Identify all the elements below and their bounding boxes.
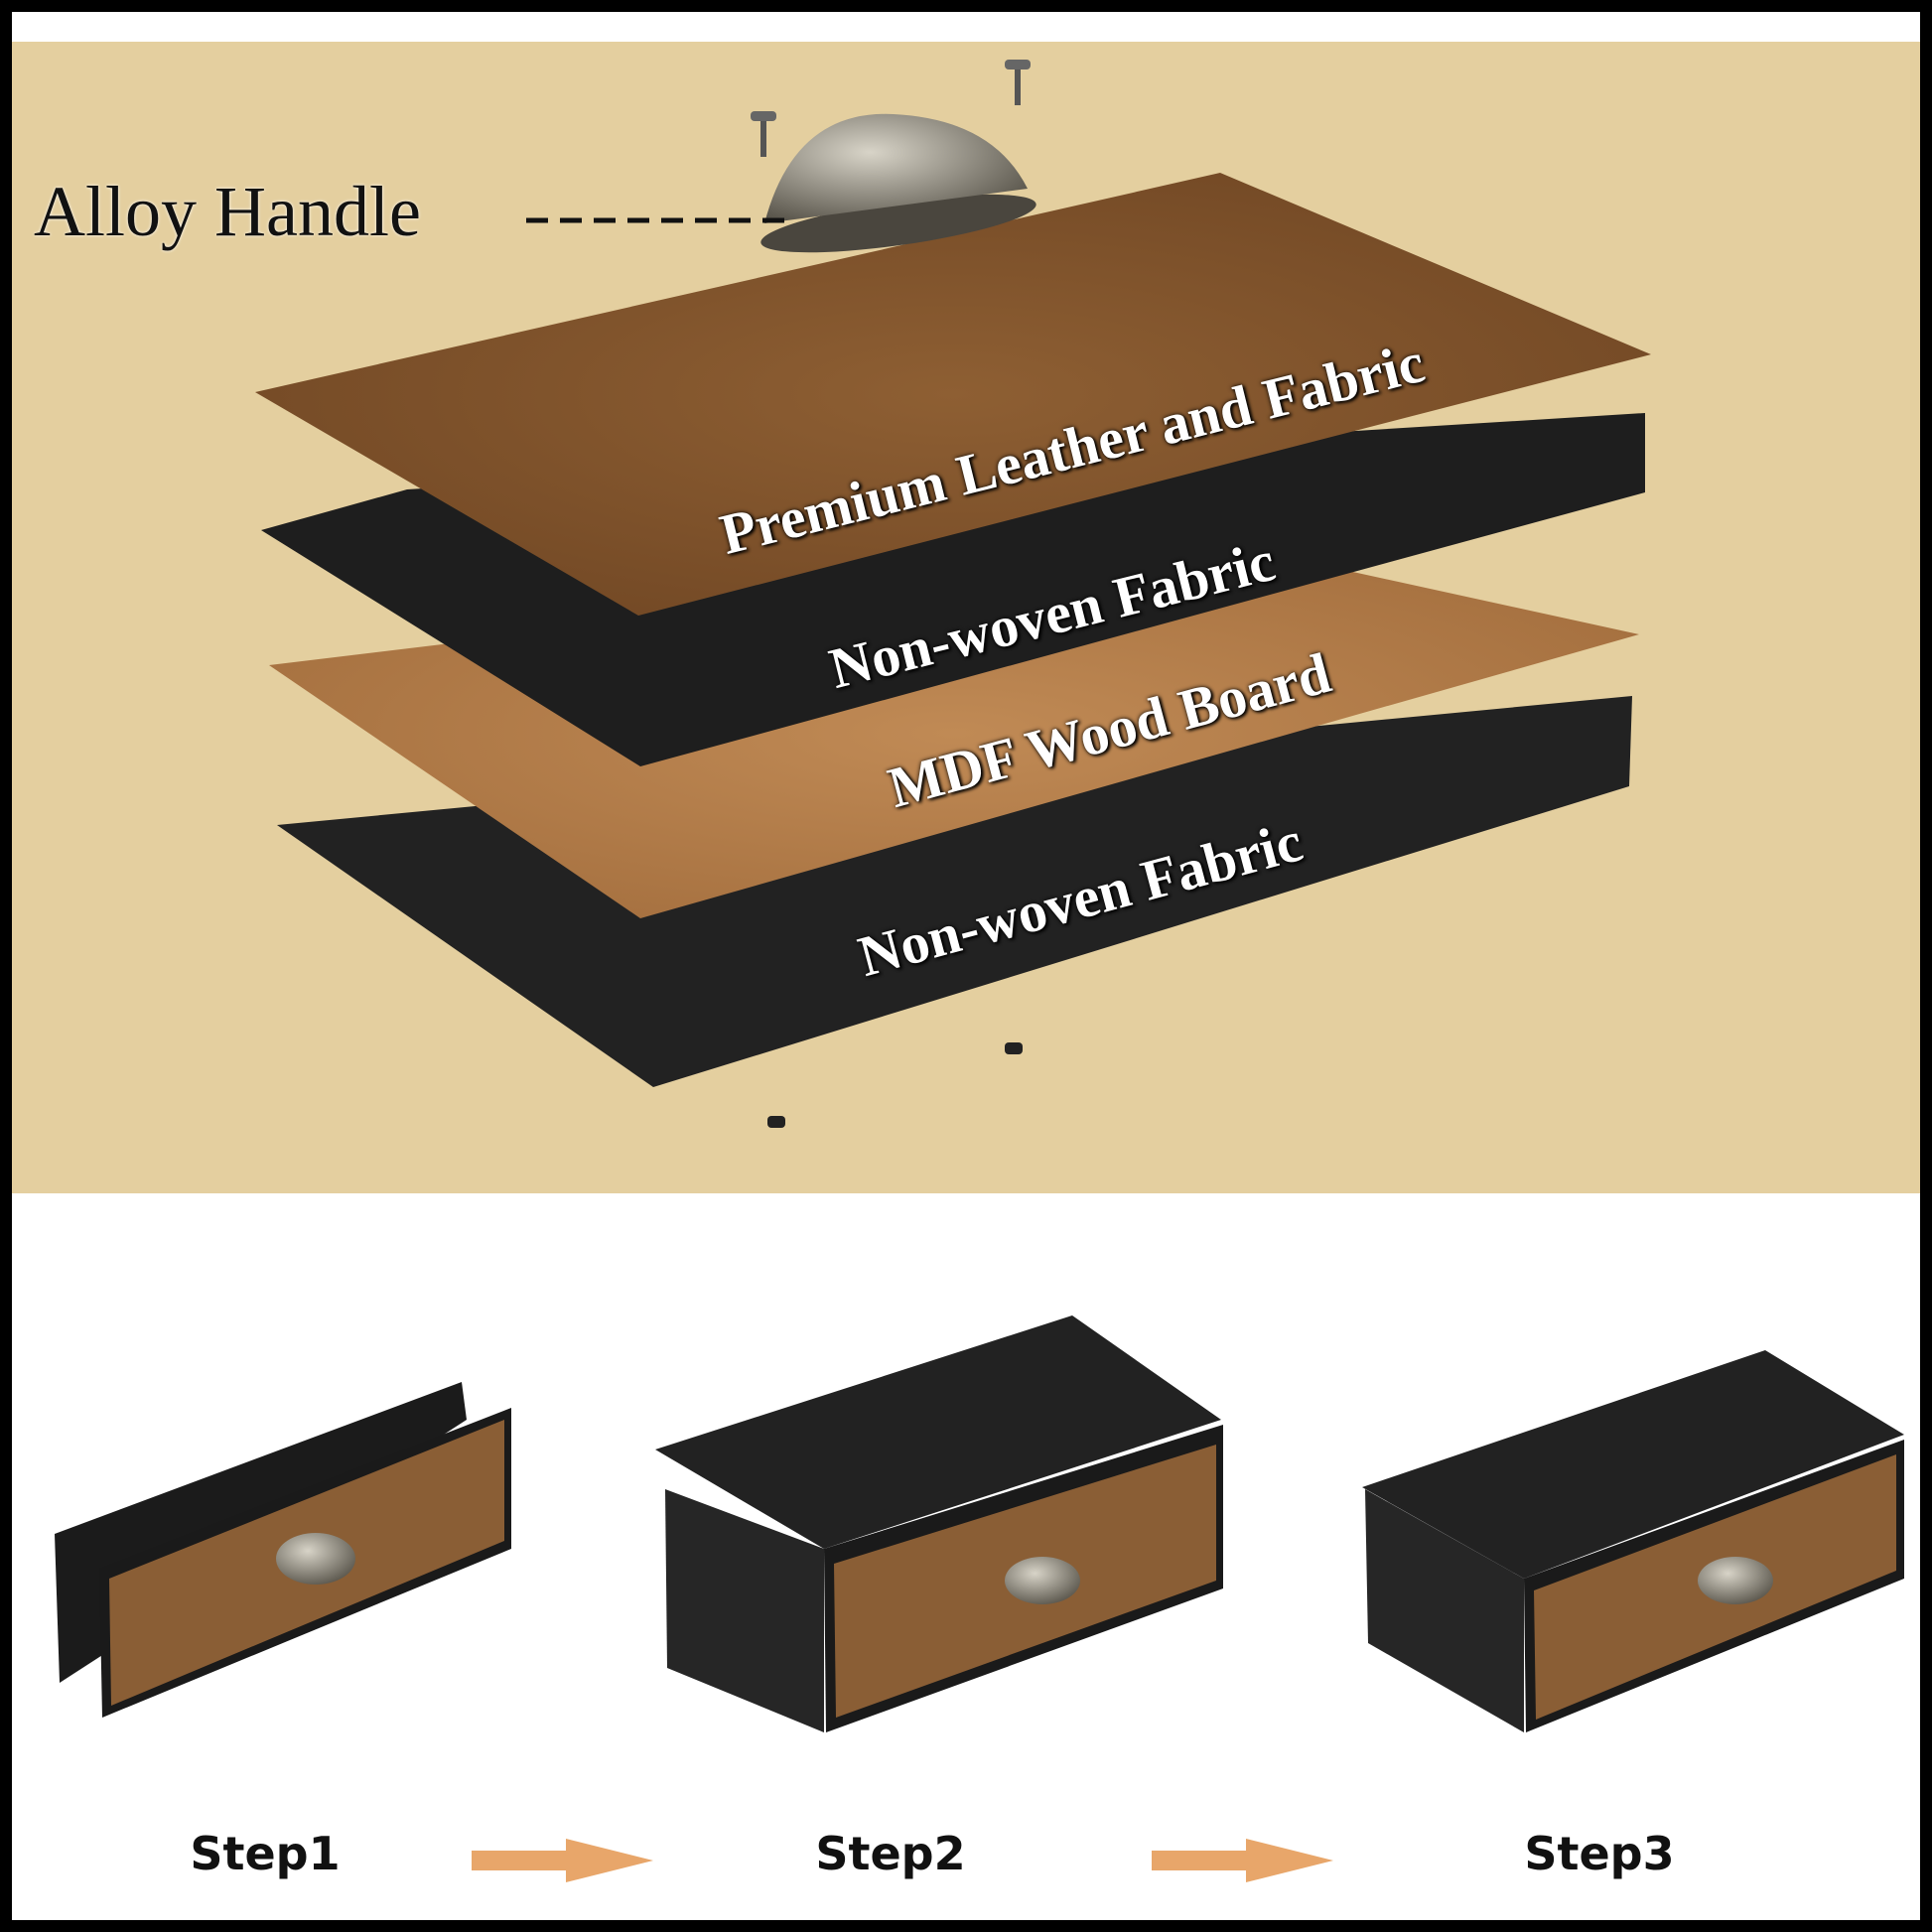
screw-icon (1005, 1042, 1023, 1054)
leather-layer (255, 173, 1651, 616)
step1-label: Step1 (190, 1827, 341, 1880)
drawer-step1 (55, 1382, 511, 1718)
drawer-step2 (655, 1315, 1223, 1732)
screw-icon (767, 1116, 785, 1128)
step2-label: Step2 (815, 1827, 966, 1880)
arrow-icon (472, 1839, 653, 1882)
alloy-handle-label: Alloy Handle (34, 172, 421, 251)
step3-label: Step3 (1524, 1827, 1675, 1880)
arrow-icon (1152, 1839, 1333, 1882)
drawer-step3 (1362, 1350, 1904, 1732)
alloy-handle-icon (751, 60, 1036, 253)
